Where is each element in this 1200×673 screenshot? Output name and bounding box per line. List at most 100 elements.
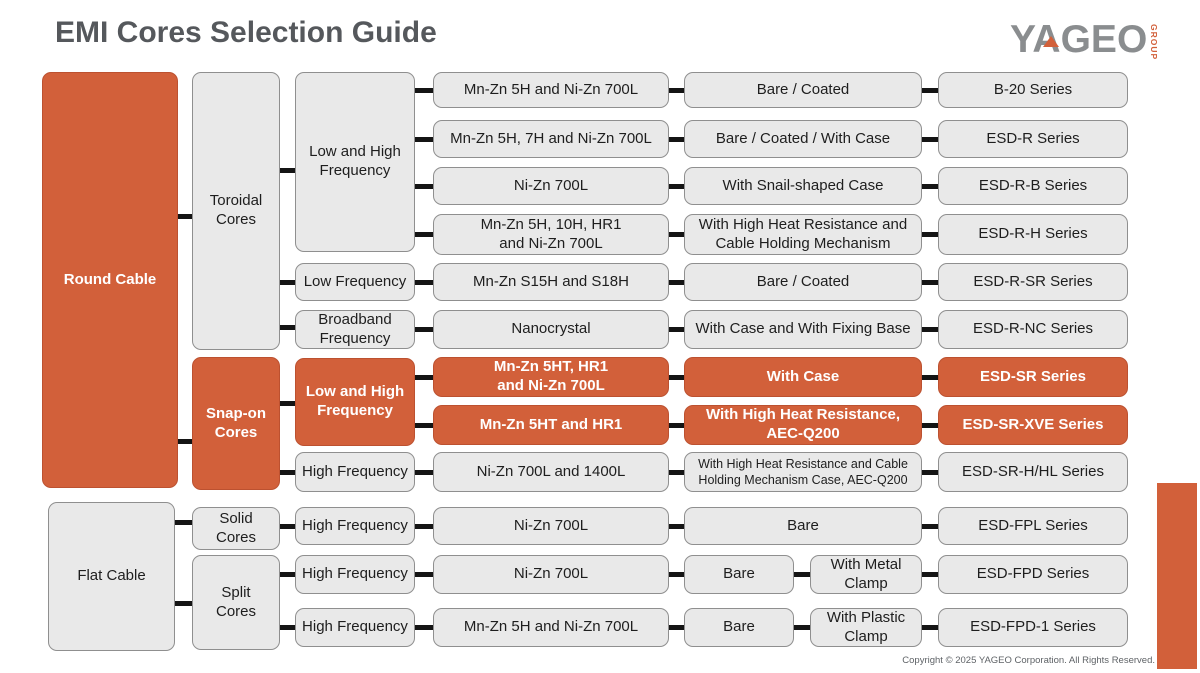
node-series-row3: ESD-R-B Series — [938, 167, 1128, 205]
connector-line — [280, 167, 295, 173]
connector-line — [669, 136, 684, 142]
node-series-row9: ESD-SR-H/HL Series — [938, 452, 1128, 492]
orange-accent-bar — [1157, 483, 1197, 669]
node-freq-high-split-1: High Frequency — [295, 555, 415, 594]
node-case-row5: Bare / Coated — [684, 263, 922, 301]
connector-line — [922, 422, 938, 428]
node-material-row8: Mn-Zn 5HT and HR1 — [433, 405, 669, 445]
connector-line — [922, 136, 938, 142]
connector-line — [415, 136, 433, 142]
page-title: EMI Cores Selection Guide — [55, 16, 437, 49]
connector-line — [415, 523, 433, 529]
yageo-logo-group-text: GROUP — [1149, 24, 1159, 61]
node-freq-high-snapon: High Frequency — [295, 452, 415, 492]
connector-line — [280, 523, 295, 529]
connector-line — [415, 279, 433, 285]
node-flat-cable: Flat Cable — [48, 502, 175, 651]
connector-line — [280, 625, 295, 630]
node-freq-high-solid: High Frequency — [295, 507, 415, 545]
connector-line — [415, 422, 433, 428]
connector-line — [922, 469, 938, 475]
yageo-logo-triangle-icon — [1043, 36, 1059, 47]
yageo-logo-text: YAGEO — [1010, 18, 1148, 61]
connector-line — [415, 374, 433, 380]
connector-line — [178, 213, 192, 219]
node-material-row2: Mn-Zn 5H, 7H and Ni-Zn 700L — [433, 120, 669, 158]
node-material-row12: Mn-Zn 5H and Ni-Zn 700L — [433, 608, 669, 647]
connector-line — [280, 469, 295, 475]
connector-line — [669, 374, 684, 380]
node-clamp-row12: With Plastic Clamp — [810, 608, 922, 647]
node-freq-low-high-toroidal: Low and High Frequency — [295, 72, 415, 252]
node-freq-broadband: Broadband Frequency — [295, 310, 415, 349]
connector-line — [669, 469, 684, 475]
node-series-row2: ESD-R Series — [938, 120, 1128, 158]
connector-line — [669, 572, 684, 577]
connector-line — [669, 279, 684, 285]
node-case-row2: Bare / Coated / With Case — [684, 120, 922, 158]
node-case-row6: With Case and With Fixing Base — [684, 310, 922, 349]
node-freq-high-split-2: High Frequency — [295, 608, 415, 647]
yageo-logo: YAGEO GROUP — [1010, 20, 1170, 66]
connector-line — [175, 600, 192, 606]
node-case-row1: Bare / Coated — [684, 72, 922, 108]
copyright-notice: Copyright © 2025 YAGEO Corporation. All … — [902, 655, 1155, 666]
node-case-row7: With Case — [684, 357, 922, 397]
node-series-row6: ESD-R-NC Series — [938, 310, 1128, 349]
node-toroidal-cores: Toroidal Cores — [192, 72, 280, 350]
connector-line — [280, 279, 295, 285]
node-freq-low: Low Frequency — [295, 263, 415, 301]
connector-line — [280, 400, 295, 406]
node-case-row4: With High Heat Resistance and Cable Hold… — [684, 214, 922, 255]
connector-line — [922, 327, 938, 332]
connector-line — [922, 625, 938, 630]
node-split-cores: Split Cores — [192, 555, 280, 650]
node-snap-on-cores: Snap-on Cores — [192, 357, 280, 490]
connector-line — [280, 572, 295, 577]
node-material-row9: Ni-Zn 700L and 1400L — [433, 452, 669, 492]
connector-line — [415, 87, 433, 93]
connector-line — [669, 232, 684, 237]
node-series-row8: ESD-SR-XVE Series — [938, 405, 1128, 445]
connector-line — [669, 523, 684, 529]
connector-line — [922, 232, 938, 237]
connector-line — [669, 87, 684, 93]
node-material-row10: Ni-Zn 700L — [433, 507, 669, 545]
node-material-row6: Nanocrystal — [433, 310, 669, 349]
connector-line — [922, 279, 938, 285]
connector-line — [415, 469, 433, 475]
node-series-row5: ESD-R-SR Series — [938, 263, 1128, 301]
node-round-cable: Round Cable — [42, 72, 178, 488]
connector-line — [922, 572, 938, 577]
node-series-row10: ESD-FPL Series — [938, 507, 1128, 545]
node-material-row5: Mn-Zn S15H and S18H — [433, 263, 669, 301]
node-case-row12: Bare — [684, 608, 794, 647]
connector-line — [794, 572, 810, 577]
connector-line — [794, 625, 810, 630]
connector-line — [922, 374, 938, 380]
node-material-row4: Mn-Zn 5H, 10H, HR1 and Ni-Zn 700L — [433, 214, 669, 255]
connector-line — [415, 572, 433, 577]
node-series-row12: ESD-FPD-1 Series — [938, 608, 1128, 647]
node-case-row10: Bare — [684, 507, 922, 545]
connector-line — [175, 520, 192, 525]
node-material-row1: Mn-Zn 5H and Ni-Zn 700L — [433, 72, 669, 108]
node-freq-low-high-snapon: Low and High Frequency — [295, 358, 415, 446]
connector-line — [922, 87, 938, 93]
node-case-row11: Bare — [684, 555, 794, 594]
node-series-row1: B-20 Series — [938, 72, 1128, 108]
node-case-row3: With Snail-shaped Case — [684, 167, 922, 205]
node-series-row11: ESD-FPD Series — [938, 555, 1128, 594]
connector-line — [415, 327, 433, 332]
node-material-row11: Ni-Zn 700L — [433, 555, 669, 594]
connector-line — [922, 523, 938, 529]
node-material-row3: Ni-Zn 700L — [433, 167, 669, 205]
connector-line — [669, 422, 684, 428]
connector-line — [669, 183, 684, 189]
connector-line — [415, 232, 433, 237]
node-series-row7: ESD-SR Series — [938, 357, 1128, 397]
node-case-row8: With High Heat Resistance, AEC-Q200 — [684, 405, 922, 445]
connector-line — [415, 183, 433, 189]
node-material-row7: Mn-Zn 5HT, HR1 and Ni-Zn 700L — [433, 357, 669, 397]
